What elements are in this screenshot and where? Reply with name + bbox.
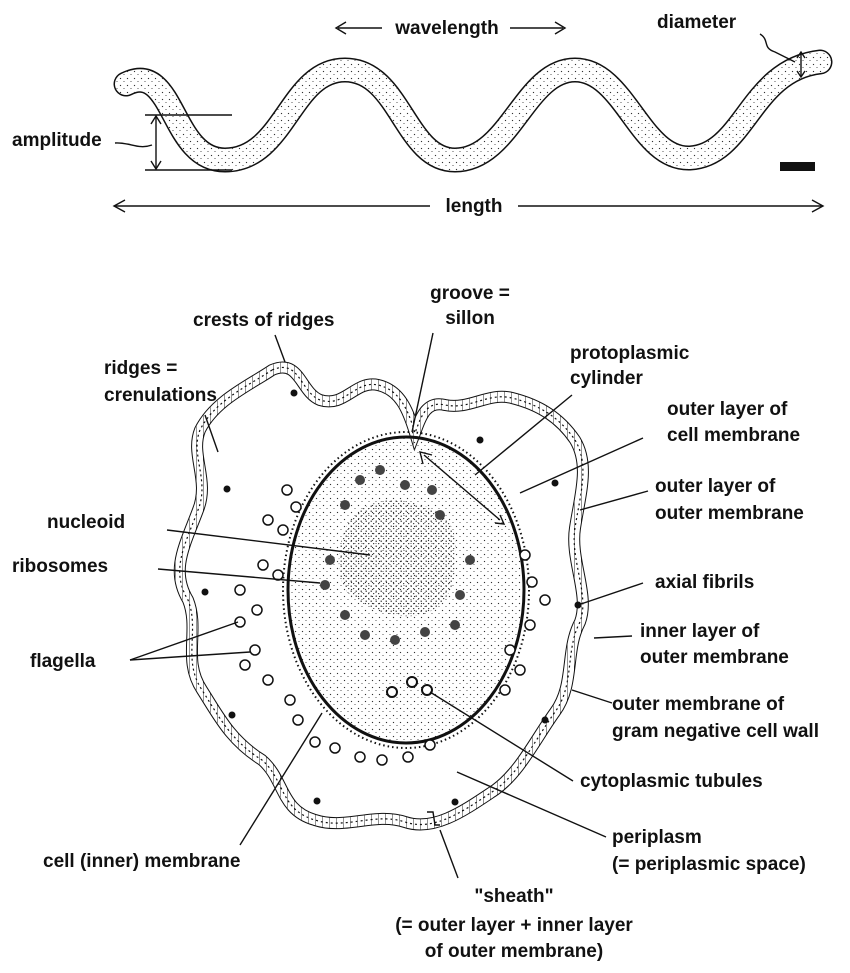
periplasm-label-1: periplasm — [612, 827, 702, 848]
groove-label-2: sillon — [445, 308, 495, 329]
crests-label: crests of ridges — [193, 310, 335, 331]
ridges-label-2: crenulations — [104, 385, 217, 406]
protoplasmic-label-1: protoplasmic — [570, 343, 690, 364]
cell-inner-membrane-label: cell (inner) membrane — [43, 851, 240, 872]
outer-outer-membrane-label-1: outer layer of — [655, 476, 776, 497]
length-label: length — [446, 196, 503, 217]
length-marker: length — [114, 196, 823, 217]
wavelength-marker: wavelength — [336, 18, 565, 39]
inner-outer-membrane-label-1: inner layer of — [640, 621, 760, 642]
diameter-label: diameter — [657, 12, 737, 33]
outer-outer-membrane-label-2: outer membrane — [655, 503, 804, 524]
sheath-label-2: (= outer layer + inner layer — [395, 915, 633, 936]
ribosomes-label: ribosomes — [12, 556, 108, 577]
wavelength-label: wavelength — [394, 18, 498, 39]
sheath-label-1: "sheath" — [474, 886, 553, 907]
outer-cell-membrane-label-2: cell membrane — [667, 425, 800, 446]
gram-negative-label-2: gram negative cell wall — [612, 721, 819, 742]
gram-negative-label-1: outer membrane of — [612, 694, 785, 715]
sheath-label-3: of outer membrane) — [425, 941, 603, 962]
periplasm-label-2: (= periplasmic space) — [612, 854, 806, 875]
nucleoid-label: nucleoid — [47, 512, 125, 533]
inner-outer-membrane-label-2: outer membrane — [640, 647, 789, 668]
outer-cell-membrane-label-1: outer layer of — [667, 399, 788, 420]
cytoplasmic-tubules-label: cytoplasmic tubules — [580, 771, 763, 792]
ridges-label-1: ridges = — [104, 358, 177, 379]
axial-fibrils-label: axial fibrils — [655, 572, 754, 593]
amplitude-label: amplitude — [12, 130, 102, 151]
flagella-label: flagella — [30, 651, 96, 672]
groove-label-1: groove = — [430, 283, 510, 304]
protoplasmic-label-2: cylinder — [570, 368, 643, 389]
spirochete-wave — [126, 62, 820, 160]
scale-bar — [780, 162, 815, 171]
